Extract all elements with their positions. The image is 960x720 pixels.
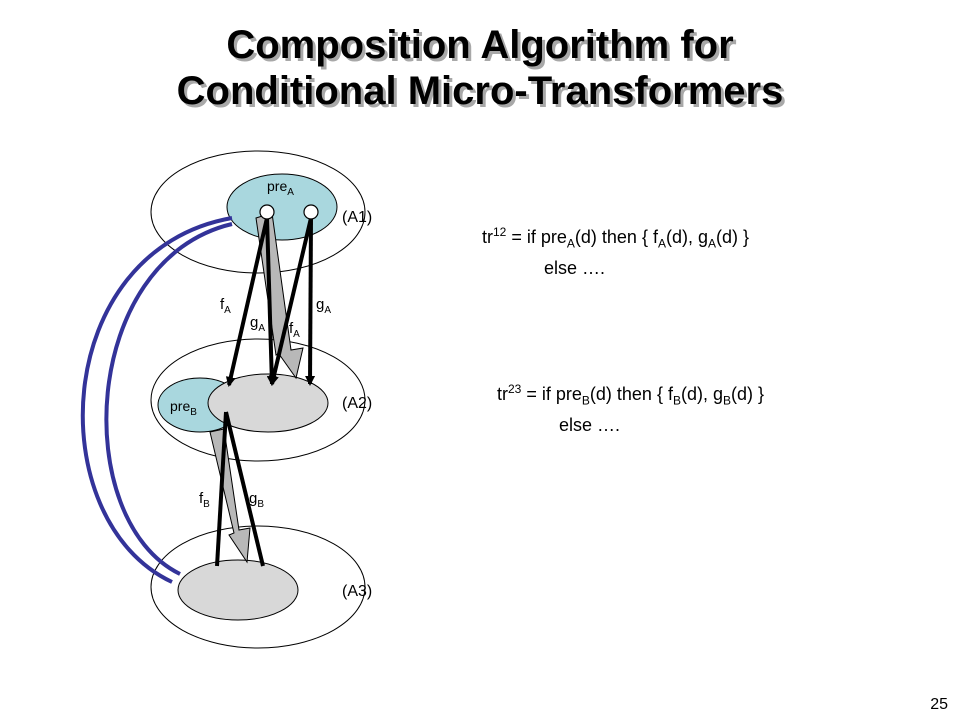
a3-domain-ellipse	[177, 559, 299, 621]
formula-tr12: tr12 = if preA(d) then { fA(d), gA(d) } …	[482, 220, 749, 280]
pre-b-label: preB	[170, 398, 197, 418]
arrow-fb	[215, 411, 228, 567]
formula-tr12-line2: else ….	[544, 257, 606, 278]
element-circle-2	[303, 204, 319, 220]
pre-a-label: preA	[267, 178, 294, 198]
formula-tr12-line1: tr12 = if preA(d) then { fA(d), gA(d) }	[482, 225, 750, 251]
label-gb: gB	[249, 490, 264, 510]
region-a3-label: (A3)	[342, 583, 372, 600]
grey-arrow-a2-a3	[209, 428, 251, 564]
region-a2-label: (A2)	[342, 395, 372, 412]
region-a1-label: (A1)	[342, 209, 372, 226]
blue-arc-inner	[104, 222, 233, 576]
formula-tr23-line1: tr23 = if preB(d) then { fB(d), gB(d) }	[497, 382, 765, 408]
page-number: 25	[930, 696, 948, 713]
arrow-ga-inner	[265, 217, 277, 386]
arrow-gb	[224, 411, 265, 567]
arrow-ga-right	[305, 217, 316, 386]
title-line-2: Conditional Micro-Transformers	[176, 69, 784, 113]
blue-arc-outer	[80, 216, 233, 584]
title-line-1: Composition Algorithm for	[226, 23, 734, 67]
arrow-fa-inner	[268, 217, 313, 386]
label-fb: fB	[199, 490, 210, 510]
a2-domain-ellipse	[207, 373, 329, 433]
arrow-fa-left	[225, 217, 269, 387]
label-fa-left: fA	[220, 296, 231, 316]
slide-title: Composition Algorithm for Conditional Mi…	[0, 22, 960, 114]
formula-tr23-line2: else ….	[559, 414, 621, 435]
label-fa-inner: fA	[289, 320, 300, 340]
label-ga-right: gA	[316, 296, 331, 316]
label-ga-inner: gA	[250, 314, 265, 334]
element-circle-1	[259, 204, 275, 220]
formula-tr23: tr23 = if preB(d) then { fB(d), gB(d) } …	[497, 377, 764, 437]
